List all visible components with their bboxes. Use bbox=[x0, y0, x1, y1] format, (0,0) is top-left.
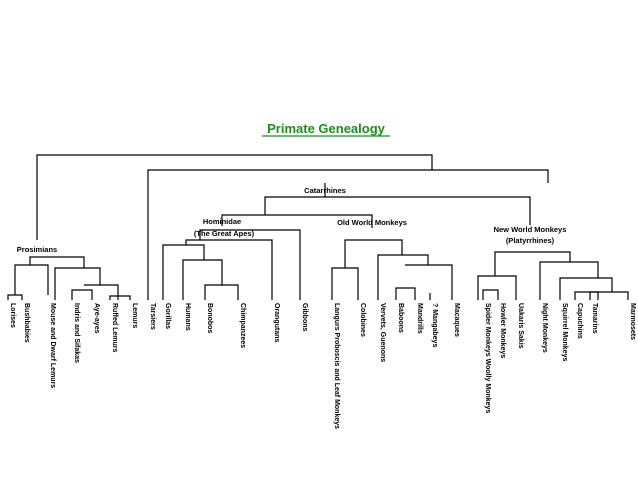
loris-split bbox=[14, 264, 49, 295]
leaf-label: Marmosets bbox=[629, 303, 636, 340]
spider-howler-split bbox=[482, 289, 499, 300]
gorilla-split bbox=[162, 244, 205, 300]
leaf-label: Squirrel Monkeys bbox=[561, 303, 568, 361]
loris-bushbaby bbox=[7, 294, 23, 300]
leaf-label: Aye-ayes bbox=[93, 303, 100, 334]
leaf-labels: Lorises Bushbabies Mouse and Dwarf Lemurs I… bbox=[9, 303, 636, 429]
leaf-label: Vervets, Guenons bbox=[379, 303, 386, 362]
label-new-world-monkeys: New World Monkeys bbox=[494, 225, 567, 234]
leaf-label: Tarsiers bbox=[149, 303, 156, 330]
leaf-label: Colobines bbox=[359, 303, 366, 337]
leaf-label: Macaques bbox=[453, 303, 460, 337]
leaf-label: Mouse and Dwarf Lemurs bbox=[49, 303, 56, 388]
cebid-split bbox=[539, 261, 599, 300]
leaf-label: Howler Monkeys bbox=[499, 303, 506, 358]
leaf-label: Bushbabies bbox=[23, 303, 30, 343]
leaf-label: Indris and Sifakas bbox=[73, 303, 80, 363]
label-hominidae: Hominidae bbox=[203, 217, 241, 226]
ruffed-lemurs bbox=[109, 295, 131, 300]
leaf-label: Gorillas bbox=[164, 303, 171, 329]
lemur-split bbox=[54, 267, 101, 300]
leaf-label: Capuchins bbox=[576, 303, 583, 339]
orangutan-split bbox=[185, 239, 273, 300]
leaf-label: Baboons bbox=[397, 303, 404, 333]
leaf-label: Orangutans bbox=[273, 303, 280, 342]
mandrill-split bbox=[395, 287, 416, 300]
leaf-label: Lemurs bbox=[131, 303, 138, 328]
anthropoid-branch bbox=[264, 196, 531, 225]
pan-split bbox=[204, 284, 239, 300]
indri-ayeaye bbox=[71, 289, 93, 300]
cercopith-split bbox=[377, 254, 429, 300]
squirrel-split bbox=[559, 277, 613, 300]
leaf-label: Night Monkeys bbox=[541, 303, 548, 353]
label-prosimians: Prosimians bbox=[17, 245, 57, 254]
catarrhine-split bbox=[221, 214, 373, 228]
human-split bbox=[182, 259, 223, 300]
label-catarrhines: Catarrhines bbox=[304, 186, 346, 195]
papionini-split bbox=[405, 264, 453, 300]
leaf-label: Ruffed Lemurs bbox=[111, 303, 118, 353]
callitrichid-split bbox=[589, 291, 629, 300]
owm-split bbox=[344, 239, 403, 268]
label-old-world-monkeys: Old World Monkeys bbox=[337, 218, 407, 227]
label-great-apes: (The Great Apes) bbox=[194, 229, 255, 238]
leaf-label: Tamarins bbox=[591, 303, 598, 334]
prosimian-split bbox=[29, 256, 85, 268]
nwm-split bbox=[494, 251, 571, 276]
hominoid-split bbox=[199, 229, 301, 300]
colobine-split bbox=[331, 267, 359, 300]
leaf-label: Chimpanzees bbox=[239, 303, 246, 348]
diagram-title: Primate Genealogy bbox=[267, 121, 386, 136]
indri-split bbox=[84, 284, 119, 300]
leaf-label: Lorises bbox=[9, 303, 16, 328]
leaf-label: Bonobos bbox=[206, 303, 213, 333]
haplorhini-branch bbox=[147, 169, 549, 300]
atelid-split bbox=[477, 275, 517, 300]
label-platyrrhines: (Platyrrhines) bbox=[506, 236, 555, 245]
leaf-label: Spider Monkeys Woolly Monkeys bbox=[484, 303, 491, 413]
leaf-label: Gibbons bbox=[301, 303, 308, 331]
leaf-label: Langurs Proboscis and Leaf Monkeys bbox=[333, 303, 340, 429]
leaf-label: Mandrills bbox=[416, 303, 423, 334]
root-branch bbox=[36, 154, 433, 240]
capuchin-split bbox=[574, 291, 599, 300]
leaf-label: ? Mangabeys bbox=[431, 303, 438, 347]
leaf-label: Humans bbox=[184, 303, 191, 331]
leaf-label: Uakaris Sakis bbox=[517, 303, 524, 349]
